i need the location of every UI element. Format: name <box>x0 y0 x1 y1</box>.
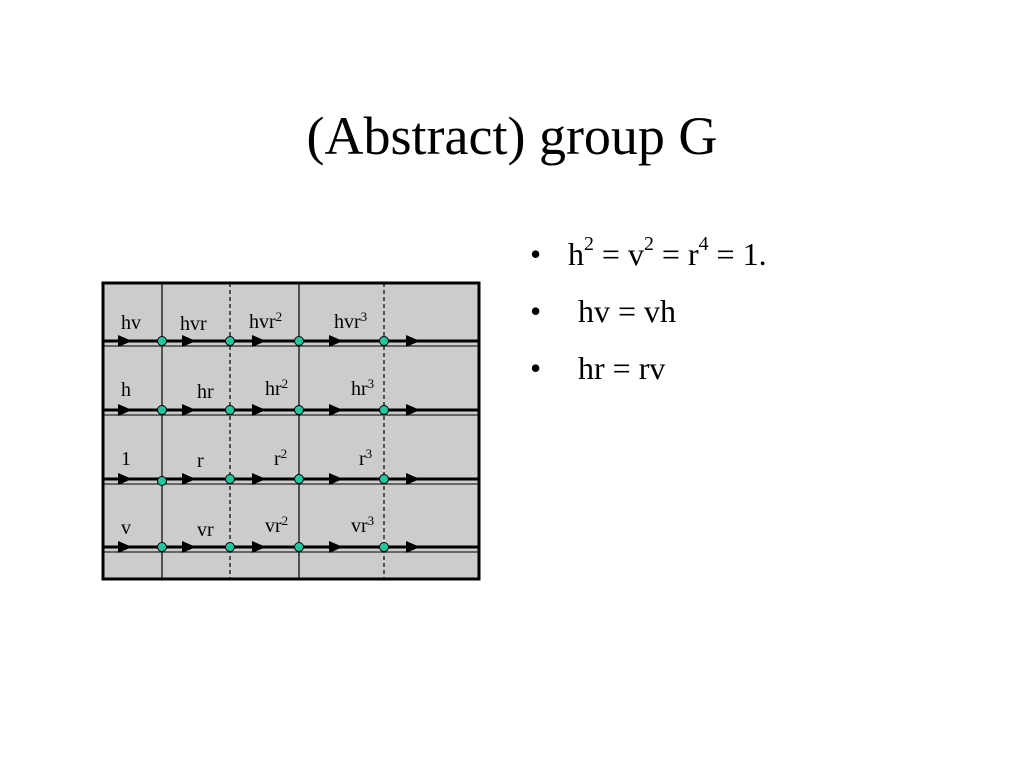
bullet-dot: • <box>530 236 542 272</box>
relation-text: = v <box>593 236 644 272</box>
edge-arrow <box>182 473 196 485</box>
edge-arrow <box>406 541 420 553</box>
group-element-node <box>157 405 167 415</box>
group-element-label: vr2 <box>265 513 288 537</box>
group-element-label: r <box>197 450 204 472</box>
group-element-node <box>157 336 167 346</box>
label-text: r <box>197 450 204 472</box>
group-element-node <box>225 474 235 484</box>
relation-exponent: 2 <box>643 233 654 256</box>
edge-arrow <box>252 404 266 416</box>
group-element-node <box>294 542 304 552</box>
edge-arrow <box>329 541 343 553</box>
label-text: r <box>274 448 281 470</box>
edge-arrow <box>406 404 420 416</box>
label-text: h <box>121 379 131 401</box>
group-element-label: r2 <box>274 446 287 470</box>
label-text: v <box>121 517 131 539</box>
label-text: hvr <box>180 313 207 335</box>
edge-arrow <box>329 404 343 416</box>
edge-arrow <box>118 541 132 553</box>
group-element-label: hv <box>121 312 141 334</box>
group-element-node <box>294 474 304 484</box>
group-element-node <box>225 542 235 552</box>
group-element-label: 1 <box>121 448 131 470</box>
edge-arrow <box>118 404 132 416</box>
label-text: vr <box>265 515 282 537</box>
edge-arrow <box>182 404 196 416</box>
group-element-node <box>225 405 235 415</box>
relation-text: hr = rv <box>578 350 666 386</box>
group-element-label: vr <box>197 519 214 541</box>
group-element-node <box>157 542 167 552</box>
label-exponent: 3 <box>361 309 368 324</box>
edge-arrow <box>406 473 420 485</box>
relations-list: •h2 = v2 = r4 = 1.•hv = vh•hr = rv <box>530 232 767 403</box>
label-exponent: 3 <box>368 513 375 528</box>
relation-text: = r <box>653 236 699 272</box>
group-element-node <box>225 336 235 346</box>
group-element-label: hvr2 <box>249 309 282 333</box>
slide-title: (Abstract) group G <box>306 106 718 166</box>
label-text: vr <box>351 515 368 537</box>
relation-item: • hr = rv <box>530 346 767 403</box>
group-element-label: hr <box>197 381 214 403</box>
group-element-label: h <box>121 379 131 401</box>
group-element-label: hr3 <box>351 376 374 400</box>
group-element-node <box>294 336 304 346</box>
group-element-node <box>379 542 389 552</box>
group-element-label: v <box>121 517 131 539</box>
label-text: vr <box>197 519 214 541</box>
label-text: hvr <box>249 311 276 333</box>
label-text: hr <box>197 381 214 403</box>
label-exponent: 2 <box>276 309 283 324</box>
edge-arrow <box>118 335 132 347</box>
label-exponent: 2 <box>281 446 288 461</box>
edge-arrow <box>182 541 196 553</box>
edge-arrow <box>406 335 420 347</box>
label-exponent: 2 <box>282 376 289 391</box>
edge-arrow <box>252 335 266 347</box>
label-text: 1 <box>121 448 131 470</box>
edge-arrow <box>118 473 132 485</box>
label-exponent: 3 <box>368 376 375 391</box>
group-element-node <box>379 474 389 484</box>
edge-arrow <box>182 335 196 347</box>
label-text: hr <box>351 378 368 400</box>
group-element-label: r3 <box>359 446 372 470</box>
group-element-label: hr2 <box>265 376 288 400</box>
group-element-label: hvr <box>180 313 207 335</box>
relation-exponent: 2 <box>584 233 594 256</box>
label-text: hr <box>265 378 282 400</box>
group-element-node <box>379 336 389 346</box>
relation-item: •h2 = v2 = r4 = 1. <box>530 232 767 289</box>
relation-text: = 1. <box>708 236 767 272</box>
bullet-dot: • <box>530 293 542 329</box>
edge-arrow <box>252 473 266 485</box>
edge-arrow <box>329 335 343 347</box>
relation-exponent: 4 <box>698 233 709 256</box>
label-text: hv <box>121 312 141 334</box>
edge-arrow <box>329 473 343 485</box>
group-element-node <box>379 405 389 415</box>
label-exponent: 3 <box>366 446 373 461</box>
relation-item: • hv = vh <box>530 289 767 346</box>
group-element-label: vr3 <box>351 513 374 537</box>
group-element-node <box>157 476 167 486</box>
edge-arrow <box>252 541 266 553</box>
group-element-label: hvr3 <box>334 309 367 333</box>
relation-text: h <box>568 236 584 272</box>
group-element-node <box>294 405 304 415</box>
bullet-dot: • <box>530 350 542 386</box>
relation-text: hv = vh <box>578 293 677 329</box>
label-text: r <box>359 448 366 470</box>
diagram-background <box>101 281 481 581</box>
label-exponent: 2 <box>282 513 289 528</box>
label-text: hvr <box>334 311 361 333</box>
